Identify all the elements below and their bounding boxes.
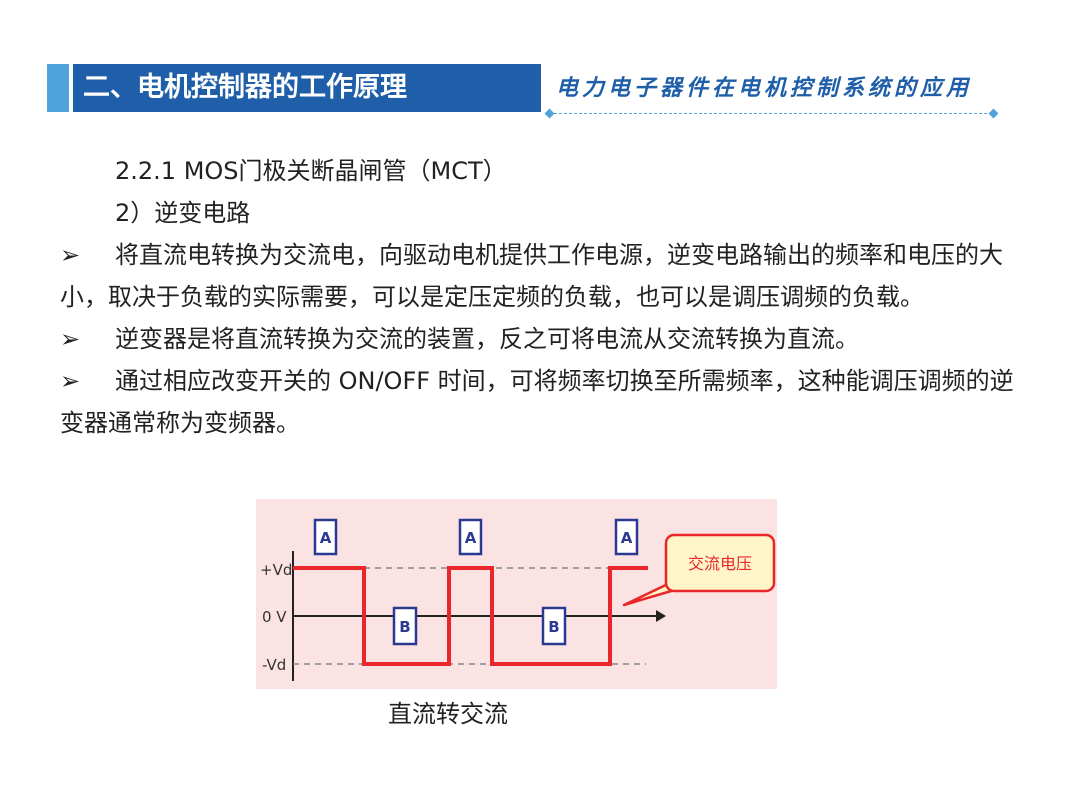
divider-diamond-right <box>988 108 999 119</box>
callout-box <box>664 533 776 593</box>
page-title: 二、电机控制器的工作原理 <box>73 64 541 112</box>
marker-b-box <box>392 606 418 646</box>
marker-a-box <box>458 518 483 556</box>
bullet-text: 通过相应改变开关的 ON/OFF 时间，可将频率切换至所需频率，这种能调压调频的… <box>60 367 1014 437</box>
bullet-arrow-icon: ➢ <box>60 367 81 395</box>
y-label-plus-vd: +Vd <box>260 561 292 579</box>
bullet-item: ➢ 逆变器是将直流转换为交流的装置，反之可将电流从交流转换为直流。 <box>60 318 1020 360</box>
marker-b: B <box>392 606 418 646</box>
bullet-text: 将直流电转换为交流电，向驱动电机提供工作电源，逆变电路输出的频率和电压的大小，取… <box>60 241 1003 311</box>
section-heading: 2.2.1 MOS门极关断晶闸管（MCT） <box>115 157 507 185</box>
marker-b-label: B <box>548 618 559 636</box>
marker-b-box <box>541 606 567 646</box>
marker-a-label: A <box>621 529 633 547</box>
marker-a-box <box>614 518 639 556</box>
marker-a: A <box>313 518 338 556</box>
axis-arrow-icon <box>656 610 666 622</box>
bullet-item: ➢将直流电转换为交流电，向驱动电机提供工作电源，逆变电路输出的频率和电压的大小，… <box>60 234 1020 318</box>
page-subtitle: 电力电子器件在电机控制系统的应用 <box>556 75 973 101</box>
header-accent-bar <box>47 64 69 112</box>
marker-b: B <box>541 606 567 646</box>
waveform-diagram: +Vd 0 V -Vd A A A B B 交流电压 <box>260 518 776 681</box>
bullet-arrow-icon: ➢ <box>60 325 81 353</box>
bullet-item: ➢通过相应改变开关的 ON/OFF 时间，可将频率切换至所需频率，这种能调压调频… <box>60 360 1020 444</box>
marker-a: A <box>458 518 483 556</box>
body-text: 2.2.1 MOS门极关断晶闸管（MCT） 2）逆变电路 ➢将直流电转换为交流电… <box>60 150 1020 444</box>
subsection-heading: 2）逆变电路 <box>115 199 251 227</box>
square-wave-output <box>293 566 648 666</box>
marker-a-label: A <box>320 529 332 547</box>
y-label-minus-vd: -Vd <box>262 656 286 674</box>
inverter-waveform-figure: +Vd 0 V -Vd A A A B B 交流电压 <box>256 499 777 689</box>
marker-a-box <box>313 518 338 556</box>
marker-b-label: B <box>399 618 410 636</box>
ac-voltage-callout: 交流电压 <box>622 533 776 607</box>
subtitle-divider <box>549 113 997 114</box>
bullet-arrow-icon: ➢ <box>60 241 81 269</box>
callout-label: 交流电压 <box>688 554 752 573</box>
marker-a-label: A <box>465 529 477 547</box>
figure-caption: 直流转交流 <box>388 700 508 728</box>
y-label-zero: 0 V <box>262 608 287 626</box>
bullet-text: 逆变器是将直流转换为交流的装置，反之可将电流从交流转换为直流。 <box>115 325 859 353</box>
marker-a: A <box>614 518 639 556</box>
